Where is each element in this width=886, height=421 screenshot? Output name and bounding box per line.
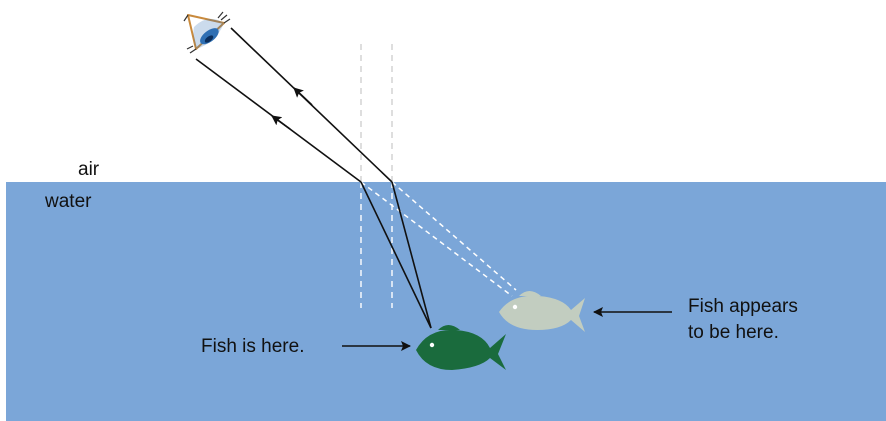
normal-lines bbox=[361, 44, 392, 182]
real-fish-label: Fish is here. bbox=[201, 336, 304, 357]
apparent-fish-label-line1b: Fish appears bbox=[688, 296, 798, 317]
air-ray-upper-arrow bbox=[294, 88, 312, 105]
apparent-fish-label-line2: to be here. bbox=[688, 322, 779, 343]
eye-icon bbox=[184, 12, 230, 53]
air-label: air bbox=[78, 159, 100, 180]
air-ray-lower-arrow bbox=[272, 116, 290, 129]
water-label: water bbox=[44, 191, 92, 212]
air-rays bbox=[196, 28, 392, 182]
